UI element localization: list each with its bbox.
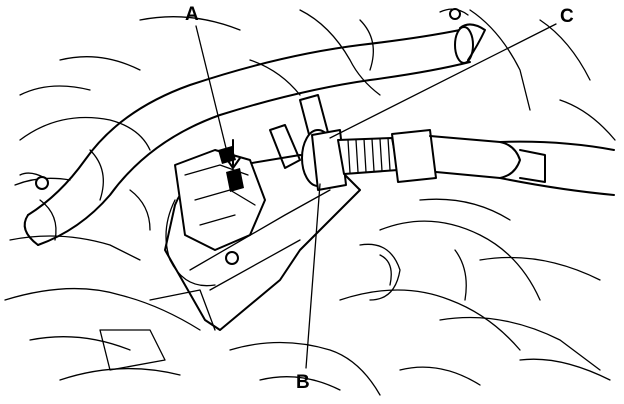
- sensor-connector: [165, 139, 266, 287]
- callout-a: A: [185, 4, 227, 149]
- callout-b: B: [296, 183, 321, 393]
- callout-label-c: C: [560, 6, 574, 27]
- callout-c: C: [329, 6, 574, 139]
- oxygen-sensor: [301, 129, 615, 196]
- callout-leader-b: [305, 183, 321, 369]
- callout-label-b: B: [296, 372, 310, 393]
- connector-lock-tab: [218, 146, 236, 164]
- engine-bay-background: [4, 9, 616, 396]
- callout-label-a: A: [185, 4, 199, 25]
- callout-leader-a: [195, 25, 227, 149]
- callout-leader-c: [329, 23, 557, 139]
- coolant-hose: [19, 8, 486, 246]
